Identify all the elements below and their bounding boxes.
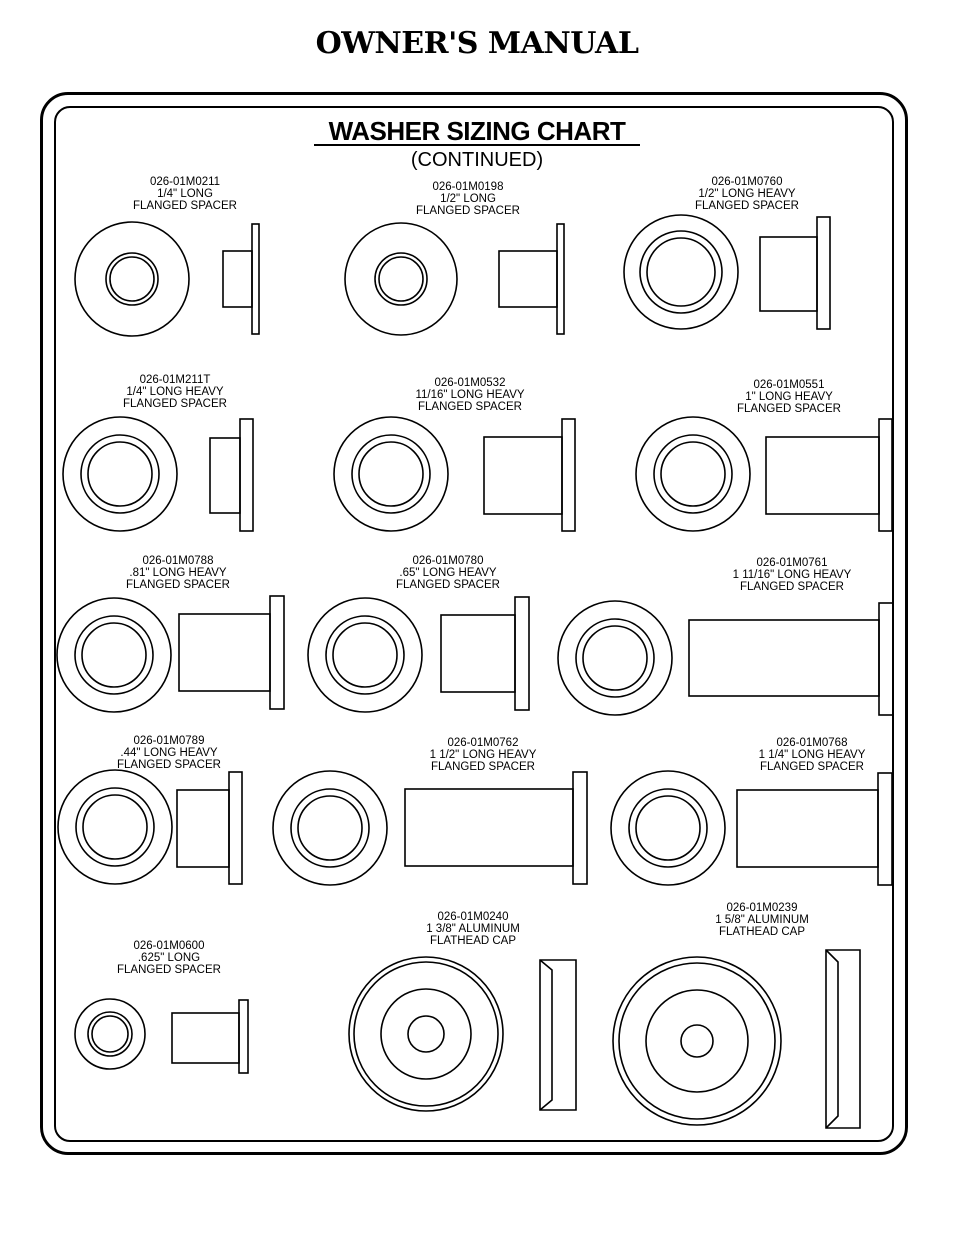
spacer-drawing-0551 [635,416,893,532]
item-label: 026-01M0239 1 5/8" ALUMINUM FLATHEAD CAP [662,902,862,938]
chart-subtitle: (CONTINUED) [410,149,544,171]
item-label: 026-01M0211 1/4" LONG FLANGED SPACER [85,176,285,212]
item-label: 026-01M0198 1/2" LONG FLANGED SPACER [368,181,568,217]
spacer-drawing-0600 [74,998,249,1074]
part-number: 026-01M0761 [756,557,828,569]
part-size: 1/4" LONG HEAVY [126,386,224,398]
spacer-drawing-0789 [57,769,243,885]
part-size: 1 5/8" ALUMINUM [715,914,809,926]
spacer-drawing-211t [62,416,254,532]
part-description: FLANGED SPACER [123,398,227,410]
item-label: 026-01M0761 1 11/16" LONG HEAVY FLANGED … [692,557,892,593]
page-header-title: OWNER'S MANUAL [315,26,639,61]
spacer-drawing-0761 [557,600,894,716]
part-size: 1/2" LONG [440,193,496,205]
part-size: .81" LONG HEAVY [129,567,227,579]
part-size: 11/16" LONG HEAVY [415,389,525,401]
part-description: FLANGED SPACER [760,761,864,773]
part-description: FLATHEAD CAP [429,935,517,947]
part-number: 026-01M0211 [149,176,221,188]
item-label: 026-01M0760 1/2" LONG HEAVY FLANGED SPAC… [647,176,847,212]
part-number: 026-01M0240 [437,911,509,923]
spacer-drawing-0211 [74,221,260,337]
part-size: 1/4" LONG [157,188,213,200]
part-description: FLANGED SPACER [133,200,237,212]
spacer-drawing-0762 [272,770,588,886]
item-label: 026-01M0600 .625" LONG FLANGED SPACER [69,940,269,976]
part-size: 1/2" LONG HEAVY [698,188,796,200]
part-number: 026-01M211T [139,374,211,386]
spacer-drawing-0532 [333,416,576,532]
flathead-cap-drawing-0239 [612,949,861,1129]
spacer-drawing-0780 [307,596,530,713]
item-label: 026-01M211T 1/4" LONG HEAVY FLANGED SPAC… [75,374,275,410]
spacer-drawing-0788 [56,595,285,713]
part-number: 026-01M0760 [711,176,783,188]
part-size: 1 3/8" ALUMINUM [426,923,520,935]
part-number: 026-01M0532 [434,377,506,389]
item-label: 026-01M0551 1" LONG HEAVY FLANGED SPACER [689,379,889,415]
spacer-drawing-0198 [344,222,565,336]
part-description: FLANGED SPACER [431,761,535,773]
spacer-drawing-0760 [623,214,831,330]
item-label: 026-01M0762 1 1/2" LONG HEAVY FLANGED SP… [383,737,583,773]
part-number: 026-01M0239 [726,902,798,914]
part-number: 026-01M0600 [133,940,205,952]
chart-outer-frame [40,92,908,1155]
spacer-drawing-0768 [610,770,893,886]
flathead-cap-drawing-0240 [348,956,577,1112]
part-number: 026-01M0789 [133,735,205,747]
part-description: FLANGED SPACER [737,403,841,415]
item-label: 026-01M0780 .65" LONG HEAVY FLANGED SPAC… [348,555,548,591]
part-description: FLATHEAD CAP [718,926,806,938]
chart-title: WASHER SIZING CHART [328,116,626,146]
part-size: 1 11/16" LONG HEAVY [732,569,852,581]
part-description: FLANGED SPACER [117,964,221,976]
part-number: 026-01M0762 [447,737,519,749]
part-number: 026-01M0780 [412,555,484,567]
part-number: 026-01M0768 [776,737,848,749]
part-description: FLANGED SPACER [117,759,221,771]
item-label: 026-01M0788 .81" LONG HEAVY FLANGED SPAC… [78,555,278,591]
part-description: FLANGED SPACER [416,205,520,217]
part-number: 026-01M0551 [753,379,825,391]
part-description: FLANGED SPACER [418,401,522,413]
part-description: FLANGED SPACER [740,581,844,593]
part-size: .65" LONG HEAVY [399,567,497,579]
part-size: 1 1/2" LONG HEAVY [429,749,537,761]
part-size: 1" LONG HEAVY [745,391,833,403]
part-size: 1 1/4" LONG HEAVY [758,749,866,761]
chart-title-underline [314,144,640,146]
part-number: 026-01M0198 [432,181,504,193]
item-label: 026-01M0768 1 1/4" LONG HEAVY FLANGED SP… [712,737,912,773]
item-label: 026-01M0240 1 3/8" ALUMINUM FLATHEAD CAP [373,911,573,947]
item-label: 026-01M0532 11/16" LONG HEAVY FLANGED SP… [370,377,570,413]
part-size: .625" LONG [137,952,201,964]
part-number: 026-01M0788 [142,555,214,567]
part-description: FLANGED SPACER [396,579,500,591]
part-description: FLANGED SPACER [695,200,799,212]
part-description: FLANGED SPACER [126,579,230,591]
item-label: 026-01M0789 .44" LONG HEAVY FLANGED SPAC… [69,735,269,771]
part-size: .44" LONG HEAVY [120,747,218,759]
